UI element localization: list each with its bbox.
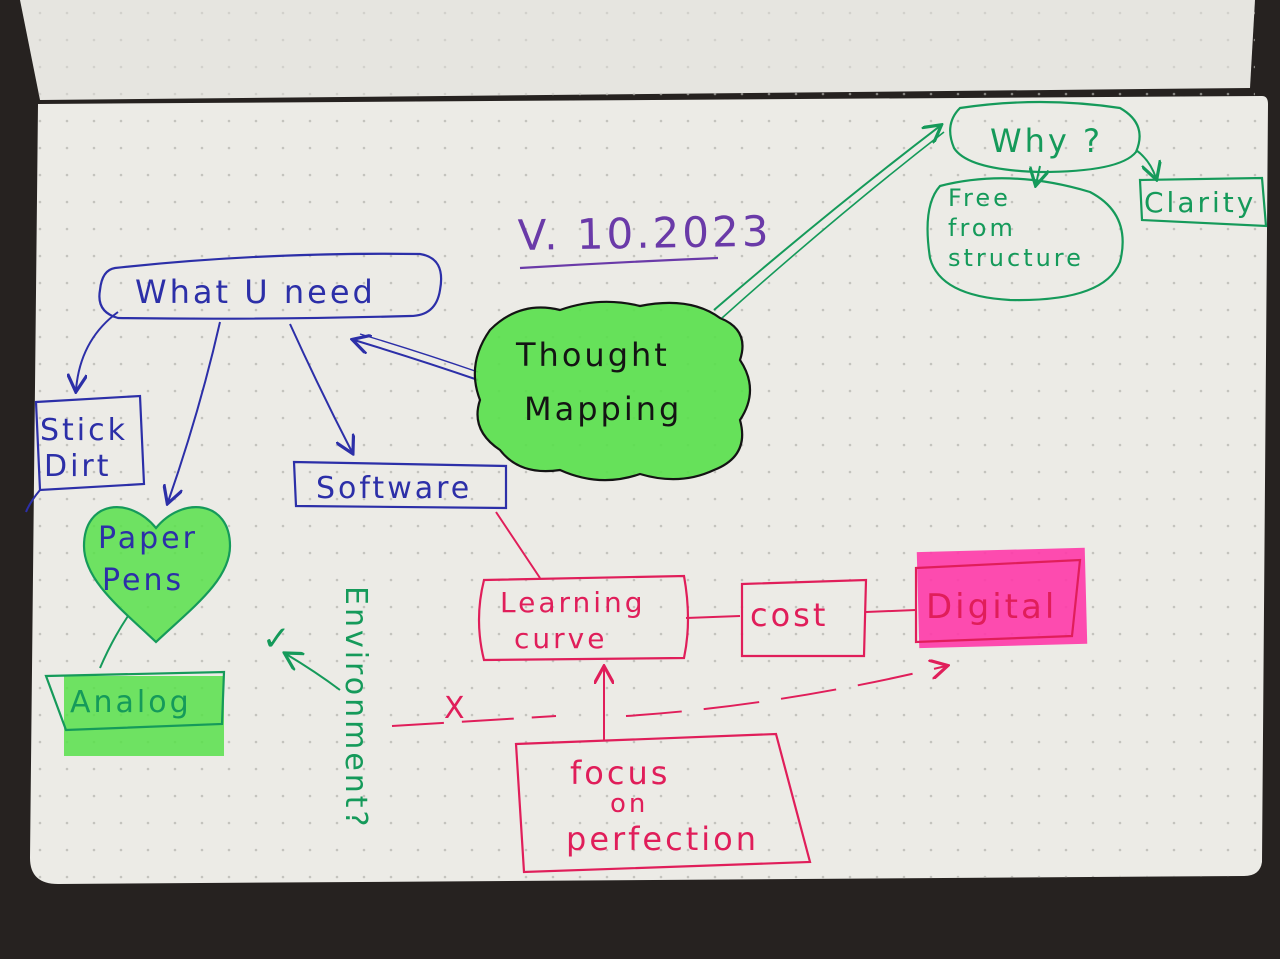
heart-to-analog-line: [99, 615, 129, 669]
arrow-to-paper: [168, 321, 221, 502]
cost-label: cost: [750, 596, 828, 634]
arrow-to-check: [286, 654, 341, 691]
dashed-arrow-left: [391, 715, 557, 727]
thought-mapping-node: [473, 300, 751, 482]
check-mark: ✓: [262, 619, 291, 659]
perfection-label: perfection: [566, 820, 759, 858]
free-from-structure-node: [926, 177, 1124, 302]
digital-label: Digital: [926, 587, 1057, 627]
cost-node: [740, 578, 868, 658]
x-mark: X: [444, 691, 465, 726]
software-label: Software: [316, 471, 472, 506]
learning-label: Learning: [500, 586, 646, 619]
date-underline: [519, 256, 719, 270]
focus-on-perfection-node: [514, 732, 812, 874]
from-label: from: [948, 214, 1016, 242]
software-node: [292, 460, 508, 510]
what-u-need-label: What U need: [135, 273, 376, 311]
analog-label: Analog: [70, 685, 192, 720]
pens-label: Pens: [102, 563, 184, 598]
free-label: Free: [948, 184, 1011, 212]
what-u-need-node: [98, 252, 443, 320]
stick-label: Stick: [40, 413, 128, 448]
mapping-label: Mapping: [524, 390, 682, 428]
on-label: on: [610, 789, 648, 819]
stick-dirt-node: [34, 394, 146, 492]
arrow-to-software: [289, 323, 352, 452]
arrow-thought-to-need: [354, 340, 479, 381]
software-to-learning-line: [495, 511, 541, 579]
digital-node: [914, 558, 1082, 644]
dashed-arrow-to-digital: [625, 666, 946, 717]
learning-curve-node: [477, 574, 690, 662]
paper-label: Paper: [98, 521, 198, 556]
why-label: Why ?: [990, 122, 1103, 160]
date-label: V. 10.2023: [517, 207, 772, 260]
focus-label: focus: [570, 754, 670, 792]
dirt-label: Dirt: [44, 449, 112, 484]
why-node: [949, 100, 1141, 174]
clarity-label: Clarity: [1144, 186, 1256, 219]
curve-label: curve: [514, 622, 607, 655]
paper-pens-heart-node: [82, 506, 232, 644]
analog-node: [44, 670, 226, 732]
thought-label: Thought: [515, 336, 670, 374]
arrow-to-why: [713, 126, 940, 311]
structure-label: structure: [948, 244, 1084, 272]
clarity-node: [1138, 176, 1268, 228]
environment-label: Environment?: [338, 586, 373, 829]
arrow-to-stick: [76, 311, 119, 390]
